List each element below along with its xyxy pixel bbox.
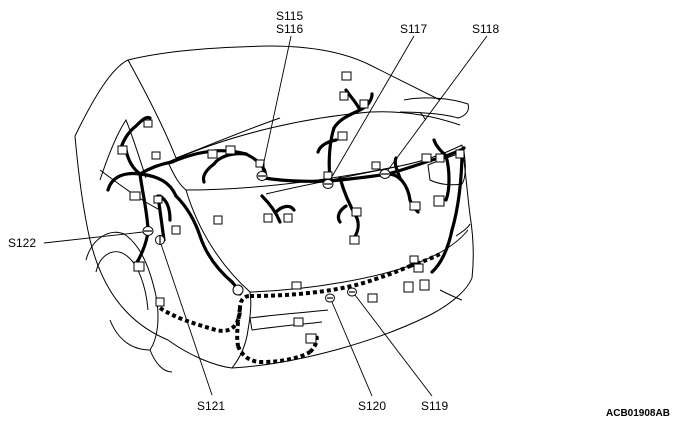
label-s121: S121 <box>197 399 225 413</box>
connectors <box>117 71 465 344</box>
label-s122: S122 <box>8 236 36 250</box>
figure-code: ACB01908AB <box>606 408 670 419</box>
splice-markers <box>142 169 391 303</box>
label-s120: S120 <box>358 399 386 413</box>
leader-lines <box>43 35 488 397</box>
bumper-harness <box>158 252 441 365</box>
label-s118: S118 <box>472 22 499 36</box>
label-s117: S117 <box>400 22 427 36</box>
label-s116: S116 <box>276 22 303 36</box>
label-s115: S115 <box>276 9 303 23</box>
label-s119: S119 <box>421 399 448 413</box>
